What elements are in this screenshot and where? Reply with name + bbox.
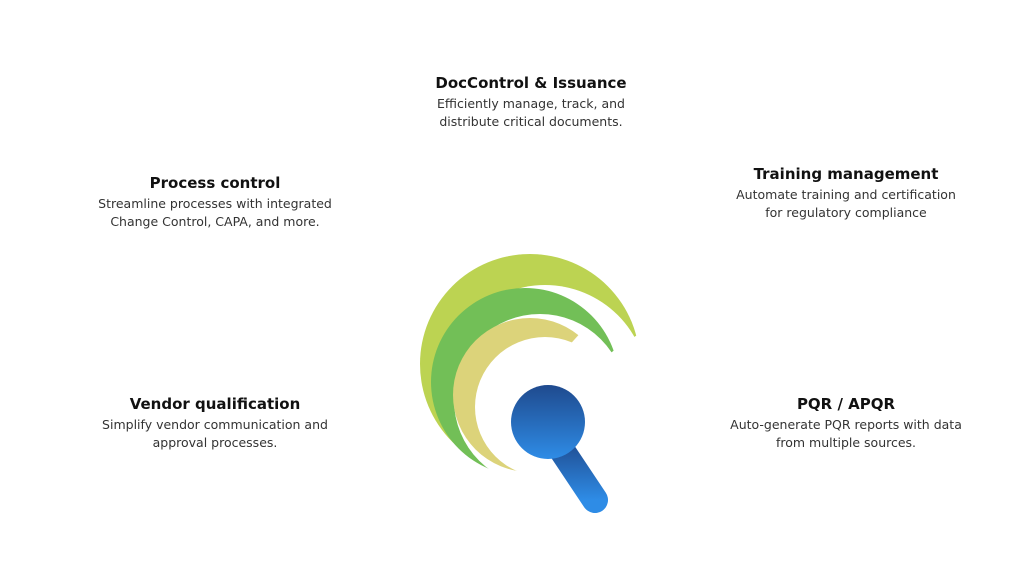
lens-circle [511,385,585,459]
feature-desc-line: approval processes. [152,435,278,450]
feature-desc-line: Streamline processes with integrated [98,196,332,211]
feature-title: DocControl & Issuance [435,74,627,92]
feature-desc-line: distribute critical documents. [439,114,623,129]
feature-pqr-apqr: PQR / APQR Auto-generate PQR reports wit… [730,395,962,452]
feature-desc-line: Auto-generate PQR reports with data [730,417,962,432]
feature-title: PQR / APQR [796,395,896,413]
feature-desc-line: Simplify vendor communication and [102,417,328,432]
feature-process-control: Process control Streamline processes wit… [98,174,332,231]
feature-title: Process control [149,174,281,192]
feature-desc-line: from multiple sources. [775,435,917,450]
feature-training-management: Training management Automate training an… [736,165,956,222]
feature-desc-line: Automate training and certification [736,187,956,202]
feature-title: Training management [753,165,939,183]
feature-vendor-qualification: Vendor qualification Simplify vendor com… [102,395,328,452]
feature-doccontrol: DocControl & Issuance Efficiently manage… [435,74,626,131]
feature-desc-line: for regulatory compliance [765,205,927,220]
feature-desc-line: Efficiently manage, track, and [437,96,625,111]
feature-title: Vendor qualification [129,395,301,413]
feature-desc-line: Change Control, CAPA, and more. [110,214,320,229]
